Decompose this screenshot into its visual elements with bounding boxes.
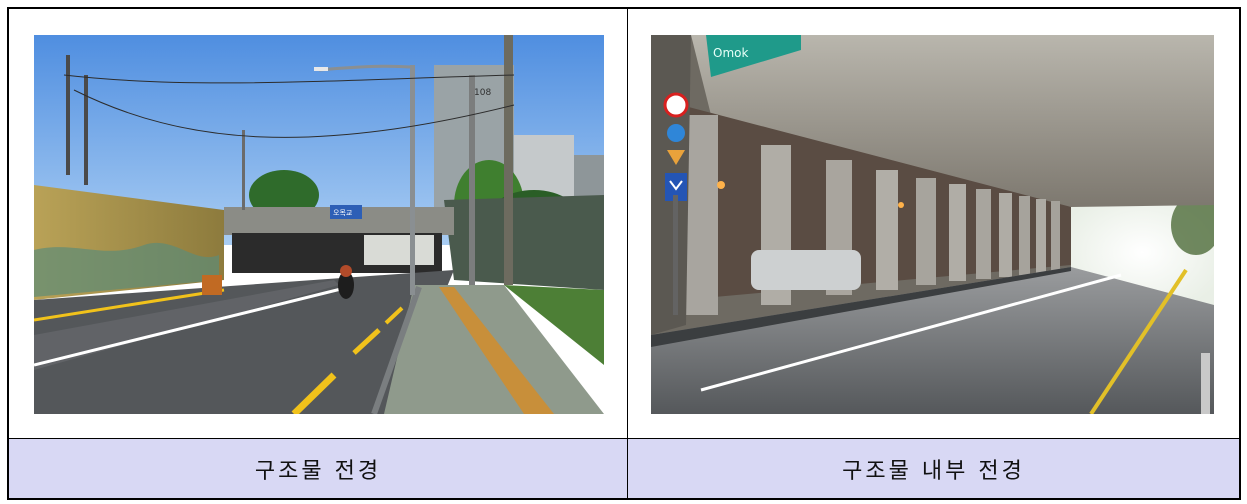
photo-table: 108 오목교 xyxy=(7,7,1241,500)
underpass-interior-photo: Omok xyxy=(651,35,1214,414)
overhead-sign-text: Omok xyxy=(713,46,748,60)
building-number: 108 xyxy=(474,88,491,98)
photo-cell-left: 108 오목교 xyxy=(9,9,628,439)
caption-left: 구조물 전경 xyxy=(9,439,628,498)
bridge-sign-text: 오목교 xyxy=(333,209,353,217)
underpass-interior-illustration: Omok xyxy=(651,35,1214,414)
photo-cell-right: Omok xyxy=(628,9,1239,439)
underpass-exterior-photo: 108 오목교 xyxy=(34,35,604,414)
underpass-exterior-illustration: 108 오목교 xyxy=(34,35,604,414)
caption-right: 구조물 내부 전경 xyxy=(628,439,1239,498)
